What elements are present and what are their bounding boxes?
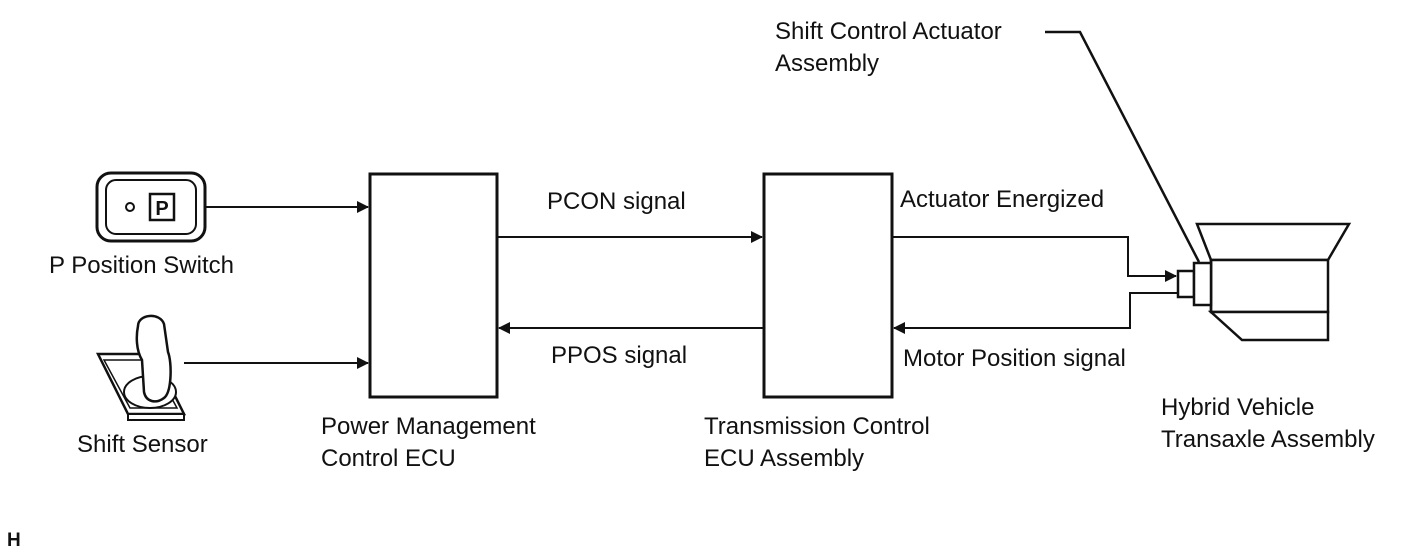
hybrid-transaxle-label: Hybrid Vehicle Transaxle Assembly: [1161, 392, 1375, 456]
power-management-ecu-label-line2: Control ECU: [321, 445, 456, 472]
shift-sensor-icon: [95, 314, 187, 421]
transmission-control-ecu-label-line1: Transmission Control: [704, 413, 930, 440]
shift-control-actuator-label-line1: Shift Control Actuator: [775, 18, 1002, 45]
actuator-leader-line: [1045, 30, 1201, 263]
shift-control-actuator-icon: [1176, 261, 1213, 307]
actuator-energized-label: Actuator Energized: [900, 186, 1105, 213]
actuator-energized-arrow: [892, 236, 1177, 282]
transmission-control-ecu-box: [762, 172, 894, 399]
power-management-ecu-label: Power Management Control ECU: [321, 411, 536, 475]
motor-position-signal-label: Motor Position signal: [903, 345, 1126, 372]
transmission-control-ecu-label-line2: ECU Assembly: [704, 445, 865, 472]
hybrid-transaxle-icon: [1195, 222, 1352, 342]
corner-mark: H: [7, 530, 21, 551]
pcon-signal-label: PCON signal: [547, 188, 686, 215]
motor-position-arrow: [893, 292, 1178, 334]
p-switch-letter: P: [155, 198, 168, 220]
p-position-switch-icon: P: [95, 171, 207, 243]
hybrid-transaxle-label-line1: Hybrid Vehicle: [1161, 394, 1315, 421]
shift-control-actuator-label: Shift Control Actuator Assembly: [775, 16, 1002, 80]
power-management-ecu-label-line1: Power Management: [321, 413, 536, 440]
p-position-switch-label: P Position Switch: [49, 252, 234, 279]
ppos-signal-label: PPOS signal: [551, 342, 688, 369]
hybrid-transaxle-label-line2: Transaxle Assembly: [1161, 426, 1375, 453]
shift-sensor-label: Shift Sensor: [77, 431, 208, 458]
shift-control-actuator-label-line2: Assembly: [775, 50, 880, 77]
transmission-control-ecu-label: Transmission Control ECU Assembly: [704, 411, 930, 475]
power-management-ecu-box: [368, 172, 499, 399]
